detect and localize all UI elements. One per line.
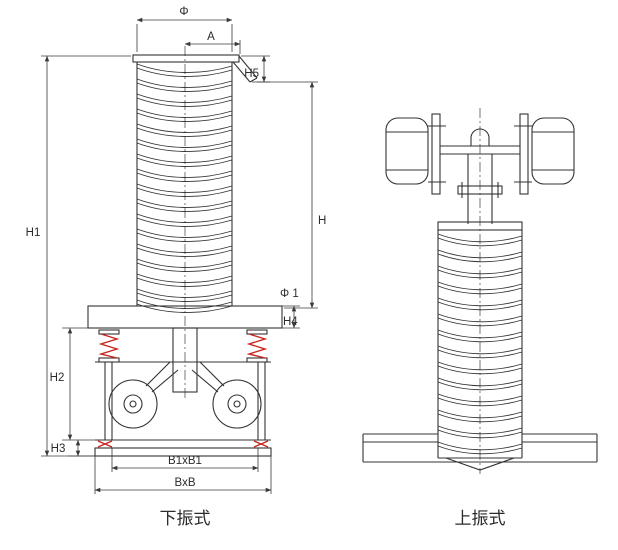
spring-right <box>246 329 268 363</box>
dimension-phi: Φ <box>136 6 233 52</box>
left-view-caption: 下振式 <box>160 509 211 528</box>
dim-label-a: A <box>207 31 215 43</box>
dim-label-bxb: BxB <box>174 477 195 489</box>
dim-label-h: H <box>318 215 326 227</box>
dimension-a: A <box>184 31 241 54</box>
lower-frame <box>94 361 272 457</box>
dimension-h1: H1 <box>26 55 131 457</box>
right-view: 上振式 <box>362 108 598 528</box>
motor-right <box>212 379 262 429</box>
motor-left <box>385 117 429 185</box>
dimension-h4: H4 <box>282 305 300 329</box>
right-view-caption: 上振式 <box>455 509 506 528</box>
top-beam <box>440 128 520 155</box>
top-plate <box>132 54 258 83</box>
support-tube <box>457 154 503 224</box>
spring-left <box>98 329 120 363</box>
dim-label-h2: H2 <box>50 372 65 384</box>
base-plate <box>94 447 272 457</box>
dim-label-h4: H4 <box>283 316 298 328</box>
left-view: Φ A H5 H H1 Φ 1 <box>26 6 327 528</box>
tower-top-plate <box>437 221 523 231</box>
dimension-bxb: BxB <box>94 456 272 494</box>
flange <box>457 185 503 195</box>
dim-label-phi: Φ <box>179 6 188 18</box>
drive-tube <box>145 327 225 393</box>
dimension-h: H <box>252 81 326 309</box>
motor-left <box>108 379 158 429</box>
motor-right <box>531 117 575 185</box>
foot-pad-left <box>97 440 113 448</box>
dimension-h5: H5 <box>241 55 270 83</box>
dimension-b1xb1: B1xB1 <box>111 448 259 472</box>
dim-label-b1xb1: B1xB1 <box>168 455 202 467</box>
u-bolt <box>470 128 490 146</box>
dim-label-h3: H3 <box>51 443 66 455</box>
dim-label-h1: H1 <box>26 227 41 239</box>
dim-label-phi1: Φ 1 <box>280 288 299 300</box>
base-slab <box>362 433 598 463</box>
spiral-tower <box>437 221 523 471</box>
foot-pad-right <box>253 440 269 448</box>
spiral-tower <box>136 62 233 313</box>
spiral-flights <box>136 63 233 313</box>
dimension-h3: H3 <box>51 439 95 457</box>
dimension-h2: H2 <box>50 327 95 441</box>
dim-label-h5: H5 <box>244 68 259 80</box>
dimension-phi1: Φ 1 <box>280 288 299 300</box>
